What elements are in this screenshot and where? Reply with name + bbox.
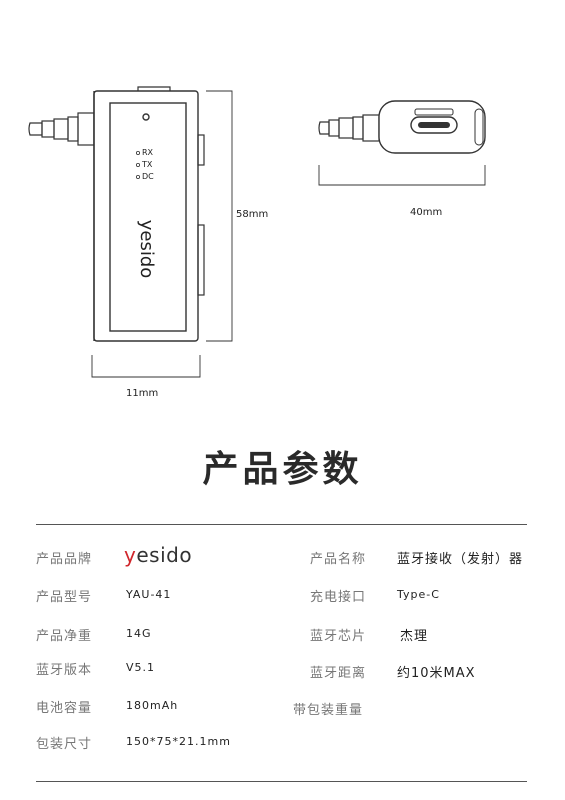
- spec-value-model: YAU-41: [126, 588, 172, 601]
- spec-label-charge-port: 充电接口: [310, 590, 367, 605]
- spec-label-bt-chip: 蓝牙芯片: [310, 629, 367, 644]
- device-brand-text: yesido: [136, 219, 157, 279]
- indicator-dc: DC: [142, 172, 154, 181]
- spec-label-package-weight: 带包装重量: [293, 703, 364, 718]
- usb-c-port: [410, 116, 458, 134]
- indicator-tx: TX: [142, 160, 153, 169]
- front-view-drawing: [28, 86, 233, 378]
- width-dimension: 11mm: [126, 388, 159, 399]
- spec-value-bt-chip: 杰理: [400, 629, 429, 644]
- spec-label-battery: 电池容量: [36, 701, 93, 716]
- spec-value-battery: 180mAh: [126, 699, 179, 712]
- spec-value-charge-port: Type-C: [397, 588, 440, 601]
- spec-label-model: 产品型号: [36, 590, 93, 605]
- spec-label-bt-version: 蓝牙版本: [36, 663, 93, 678]
- height-dimension: 58mm: [236, 209, 269, 220]
- device-brand-vertical: yesido: [135, 219, 157, 279]
- spec-label-product-name: 产品名称: [310, 552, 367, 567]
- spec-value-product-name: 蓝牙接收（发射）器: [397, 552, 524, 567]
- spec-label-brand: 产品品牌: [36, 552, 93, 567]
- top-divider: [36, 524, 527, 525]
- spec-value-package-size: 150*75*21.1mm: [126, 735, 231, 748]
- audio-jack-front: [28, 112, 95, 146]
- spec-label-package-size: 包装尺寸: [36, 737, 93, 752]
- spec-value-brand-logo: yesido: [124, 543, 192, 567]
- audio-jack-side: [318, 114, 380, 142]
- bottom-divider: [36, 781, 527, 782]
- spec-value-weight: 14G: [126, 627, 152, 640]
- spec-label-weight: 产品净重: [36, 629, 93, 644]
- indicator-rx: RX: [142, 148, 154, 157]
- device-face: [109, 102, 187, 332]
- side-dimension: 40mm: [410, 207, 443, 218]
- spec-label-bt-range: 蓝牙距离: [310, 666, 367, 681]
- side-view-drawing: [318, 100, 486, 186]
- section-title: 产品参数: [202, 449, 363, 490]
- spec-value-bt-version: V5.1: [126, 661, 156, 674]
- brand-logo-text: yesido: [124, 543, 193, 567]
- spec-value-bt-range: 约10米MAX: [397, 666, 476, 681]
